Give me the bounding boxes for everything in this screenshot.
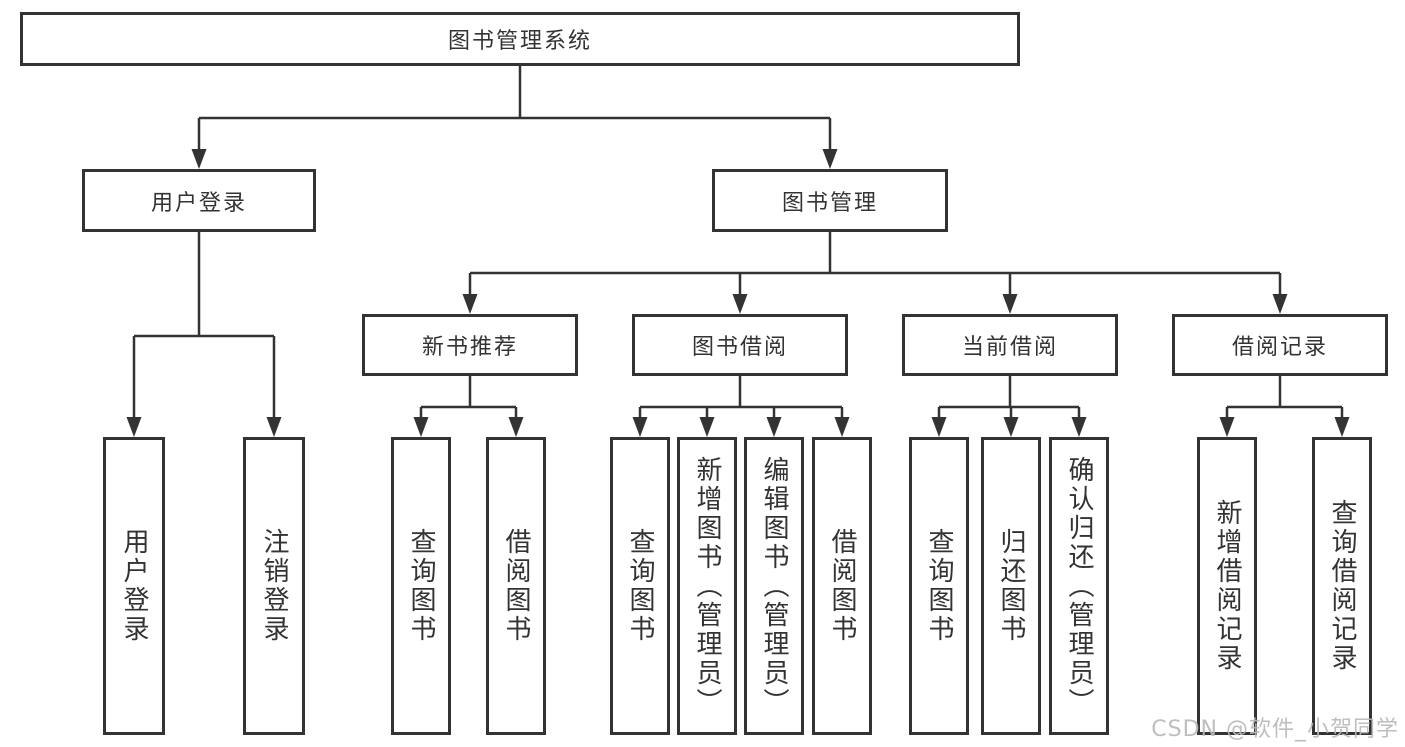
leaf-confirm-return-admin: 确认归还（管理员） [1049,437,1109,735]
connector-lines [132,66,1344,420]
leaf-borrow-books-recommendation: 借阅图书 [486,437,546,735]
node-label: 当前借阅 [961,335,1058,360]
leaf-return-books: 归还图书 [981,437,1041,735]
node-current-borrowing: 当前借阅 [902,314,1118,376]
leaf-query-books-recommendation: 查询图书 [391,437,451,735]
leaf-label: 新增借阅记录 [1212,499,1242,673]
node-library-management-system: 图书管理系统 [20,12,1020,66]
leaf-query-borrow-record: 查询借阅记录 [1312,437,1372,735]
node-label: 用户登录 [150,190,247,216]
node-label: 图书管理系统 [447,29,592,54]
leaf-label: 归还图书 [996,528,1026,644]
leaf-label: 查询图书 [924,528,954,644]
leaf-label: 借阅图书 [827,528,857,644]
leaf-label: 查询图书 [625,528,655,644]
leaf-user-login: 用户登录 [103,437,165,735]
node-user-login: 用户登录 [82,169,316,232]
watermark: CSDN @软件_小贺同学 [1151,717,1399,742]
leaf-query-books-borrowing: 查询图书 [610,437,670,735]
leaf-label: 查询图书 [406,528,436,644]
node-label: 图书借阅 [691,335,788,360]
leaf-label: 确认归还（管理员） [1064,455,1094,717]
leaf-add-book-admin: 新增图书（管理员） [677,437,737,735]
node-borrowing-records: 借阅记录 [1172,314,1388,376]
leaf-logout: 注销登录 [243,437,305,735]
node-label: 新书推荐 [421,335,518,360]
node-label: 借阅记录 [1231,335,1328,360]
node-book-management: 图书管理 [712,169,948,232]
leaf-query-books-current: 查询图书 [909,437,969,735]
node-book-borrowing: 图书借阅 [632,314,848,376]
node-label: 图书管理 [781,190,878,216]
leaf-label: 用户登录 [119,528,149,644]
leaf-label: 查询借阅记录 [1327,499,1357,673]
node-new-book-recommendation: 新书推荐 [362,314,578,376]
leaf-edit-book-admin: 编辑图书（管理员） [744,437,804,735]
leaf-label: 借阅图书 [501,528,531,644]
leaf-label: 新增图书（管理员） [692,455,722,717]
leaf-add-borrow-record: 新增借阅记录 [1197,437,1257,735]
leaf-borrow-books-borrowing: 借阅图书 [812,437,872,735]
leaf-label: 注销登录 [259,528,289,644]
leaf-label: 编辑图书（管理员） [759,455,789,717]
